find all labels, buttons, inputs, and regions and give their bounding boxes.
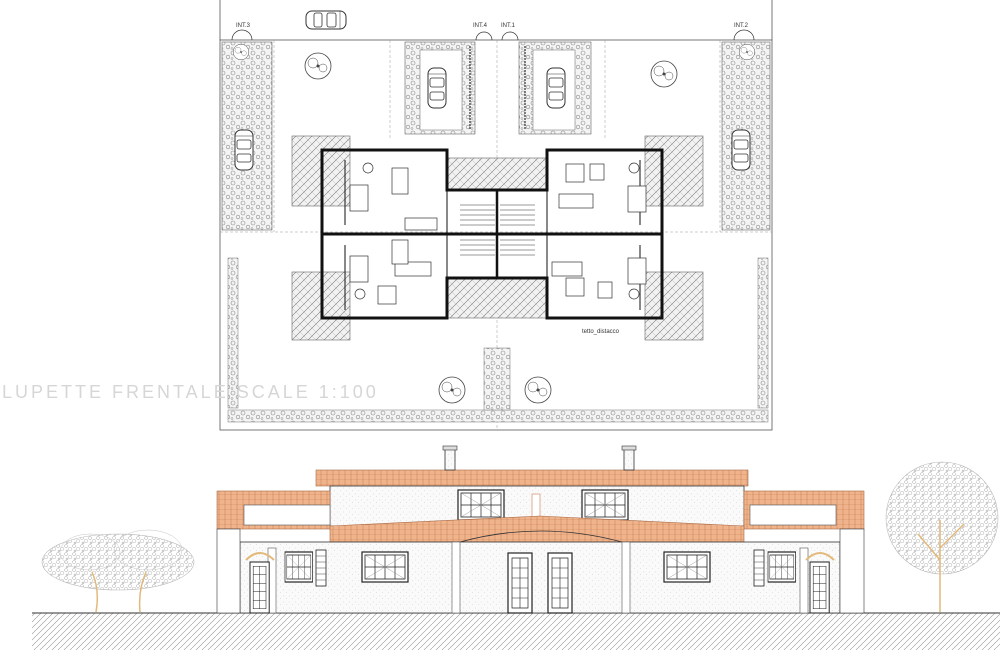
shutter-icon <box>753 549 765 587</box>
garden-border-left <box>227 257 239 409</box>
window-icon <box>457 489 505 521</box>
front-elevation <box>32 445 1000 650</box>
window-icon <box>284 551 314 583</box>
shutter-icon <box>315 549 327 587</box>
door-icon <box>547 552 573 614</box>
terrace-se <box>644 271 704 341</box>
tree-icon <box>524 376 552 404</box>
window-icon <box>767 551 797 583</box>
chimney-icon <box>442 445 458 471</box>
site-plan: INT.3 INT.4 INT.1 INT.2 tetto_distacco L… <box>2 0 773 431</box>
window-icon <box>581 489 629 521</box>
garden-border-bottom <box>227 409 769 423</box>
window-icon <box>361 551 409 583</box>
tree-icon <box>232 43 250 61</box>
entrance-label-int2: INT.2 <box>734 23 749 29</box>
terrace-ne <box>644 135 704 207</box>
door-icon <box>809 561 830 614</box>
door-icon <box>507 552 533 614</box>
tree-icon <box>304 52 332 80</box>
window-icon <box>663 551 711 583</box>
tree-icon <box>650 60 678 88</box>
car-icon <box>427 67 447 109</box>
upper-roof <box>315 469 749 487</box>
tree-icon <box>738 43 756 61</box>
garden-border-right <box>757 257 769 409</box>
central-gable-roof <box>329 515 745 543</box>
garden-border-center <box>483 347 511 411</box>
ground-hatch <box>32 613 1000 650</box>
tree-icon <box>41 529 195 613</box>
door-icon <box>249 561 270 614</box>
terrace-center-bottom <box>446 277 548 319</box>
terrace-center-top <box>446 157 548 191</box>
entrance-gates <box>231 29 755 41</box>
entrance-label-int1: INT.1 <box>501 23 516 29</box>
car-icon <box>546 67 566 109</box>
stairs <box>460 204 535 256</box>
drawing-watermark: LUPETTE FRENTALE SCALE 1:100 <box>2 382 379 402</box>
car-icon <box>731 129 751 171</box>
car-icon <box>234 129 254 171</box>
tree-icon <box>438 376 466 404</box>
entrance-label-int4: INT.4 <box>473 23 488 29</box>
roof-annotation: tetto_distacco <box>582 329 620 335</box>
ground-floor-wall <box>239 541 841 614</box>
entrance-label-int3: INT.3 <box>236 23 251 29</box>
columns <box>267 541 809 614</box>
building-footprint <box>320 148 664 320</box>
tree-icon <box>885 461 999 612</box>
car-icon <box>305 10 347 30</box>
chimney-icon <box>621 445 637 471</box>
furniture <box>349 162 647 305</box>
